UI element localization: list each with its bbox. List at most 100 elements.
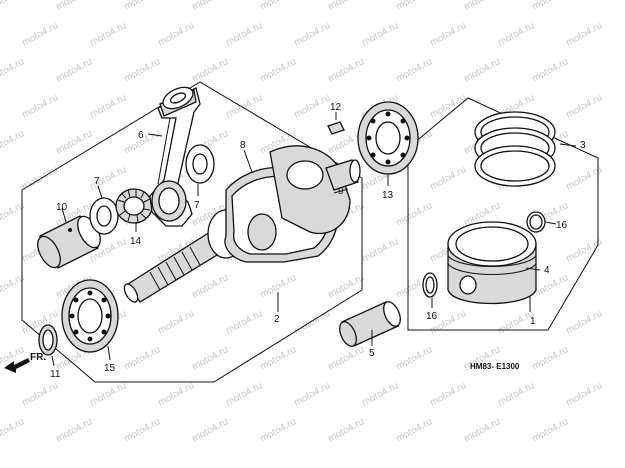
watermark-text: moto4.ru (292, 20, 332, 48)
crankshaft (123, 145, 361, 303)
watermark-text: moto4.ru (156, 380, 196, 408)
piston-assembly-outline (407, 97, 599, 331)
watermark-text: moto4.ru (530, 56, 570, 84)
piston-pin (339, 301, 401, 347)
watermark-text: moto4.ru (122, 0, 162, 13)
diagram-code: HM83- E1300 (470, 362, 520, 371)
watermark-text: moto4.ru (122, 344, 162, 372)
thrust-washer-right (185, 144, 215, 184)
watermark-text: moto4.ru (462, 416, 502, 444)
watermark-text: moto4.ru (394, 344, 434, 372)
watermark-text: moto4.ru (88, 380, 128, 408)
watermark-text: moto4.ru (190, 416, 230, 444)
piston (447, 221, 537, 305)
watermark-text: moto4.ru (88, 92, 128, 120)
watermark-text: moto4.ru (224, 20, 264, 48)
direction-label: FR. (30, 352, 46, 363)
callouts: 1 2 3 4 5 6 7 7 8 9 10 11 12 13 14 15 16… (50, 102, 586, 380)
watermark-text: moto4.ru (462, 56, 502, 84)
watermark-text: moto4.ru (122, 56, 162, 84)
watermark-text: moto4.ru (224, 308, 264, 336)
watermark-text: moto4.ru (496, 380, 536, 408)
watermark-text: moto4.ru (20, 380, 60, 408)
woodruff-key (327, 121, 345, 135)
watermark-text: moto4.ru (88, 20, 128, 48)
watermark-text: moto4.ru (190, 272, 230, 300)
watermark-text: moto4.ru (428, 164, 468, 192)
watermark-text: moto4.ru (564, 380, 604, 408)
watermark-text: moto4.ru (156, 308, 196, 336)
connecting-rod (149, 86, 201, 227)
watermark-text: moto4.ru (428, 20, 468, 48)
watermark-text: moto4.ru (326, 0, 366, 13)
watermark-text: moto4.ru (428, 380, 468, 408)
watermark-text: moto4.ru (564, 20, 604, 48)
watermark-text: moto4.ru (54, 0, 94, 13)
callout-7-left: 7 (94, 176, 100, 187)
callout-16-upper: 16 (556, 220, 568, 231)
watermark-text: moto4.ru (0, 128, 26, 156)
watermark-text: moto4.ru (530, 0, 570, 13)
callout-10: 10 (56, 202, 68, 213)
watermark-text: moto4.ru (258, 0, 298, 13)
watermark-text: moto4.ru (564, 92, 604, 120)
watermark-text: moto4.ru (326, 416, 366, 444)
watermark-text: moto4.ru (360, 380, 400, 408)
callout-13: 13 (382, 190, 394, 201)
watermark-text: moto4.ru (190, 344, 230, 372)
watermark-text: moto4.ru (326, 56, 366, 84)
watermark-text: moto4.ru (530, 416, 570, 444)
watermark-text: moto4.ru (360, 20, 400, 48)
callout-15: 15 (104, 363, 116, 374)
watermark-text: moto4.ru (190, 56, 230, 84)
watermark-text: moto4.ru (394, 56, 434, 84)
callout-2: 2 (274, 314, 280, 325)
watermark-text: moto4.ru (292, 92, 332, 120)
watermark-text: moto4.ru (394, 0, 434, 13)
front-direction-indicator: FR. (4, 352, 46, 373)
watermark-text: moto4.ru (428, 92, 468, 120)
watermark-text: moto4.ru (360, 236, 400, 264)
watermark-text: moto4.ru (326, 344, 366, 372)
callout-3: 3 (580, 140, 586, 151)
piston-pin-clip-lower (422, 272, 438, 298)
watermark-text: moto4.ru (224, 380, 264, 408)
callout-8: 8 (240, 140, 246, 151)
callout-6: 6 (138, 130, 144, 141)
callout-7-right: 7 (194, 200, 200, 211)
watermark-text: moto4.ru (258, 56, 298, 84)
piston-pin-clip-upper (526, 211, 546, 233)
oil-seal (38, 324, 58, 356)
callout-16-lower: 16 (426, 311, 438, 322)
callout-14: 14 (130, 236, 142, 247)
callout-5: 5 (369, 348, 375, 359)
leader-lines (51, 112, 577, 367)
watermark-text: moto4.ru (156, 20, 196, 48)
watermark-text: moto4.ru (0, 56, 26, 84)
callout-9: 9 (338, 186, 344, 197)
callout-4: 4 (544, 265, 550, 276)
watermark-text: moto4.ru (0, 416, 26, 444)
callout-11: 11 (50, 369, 61, 380)
callout-1: 1 (530, 316, 536, 327)
callout-12: 12 (330, 102, 342, 113)
arrow-left-icon (4, 358, 30, 373)
watermark-text: moto4.ru (530, 344, 570, 372)
watermark-text: moto4.ru (20, 92, 60, 120)
crankshaft-bearing-left (61, 279, 119, 353)
watermark-text: moto4.ru (292, 380, 332, 408)
watermark-text: moto4.ru (258, 344, 298, 372)
watermark-text: moto4.ru (564, 308, 604, 336)
watermark-text: moto4.ru (496, 20, 536, 48)
watermark-text: moto4.ru (122, 416, 162, 444)
watermark-text: moto4.ru (394, 416, 434, 444)
watermark-text: moto4.ru (54, 56, 94, 84)
needle-bearing (115, 188, 153, 224)
piston-ring-set (474, 111, 556, 187)
watermark-text: moto4.ru (54, 416, 94, 444)
watermark-text: moto4.ru (54, 128, 94, 156)
watermark-text: moto4.ru (190, 0, 230, 13)
watermark-text: moto4.ru (462, 0, 502, 13)
